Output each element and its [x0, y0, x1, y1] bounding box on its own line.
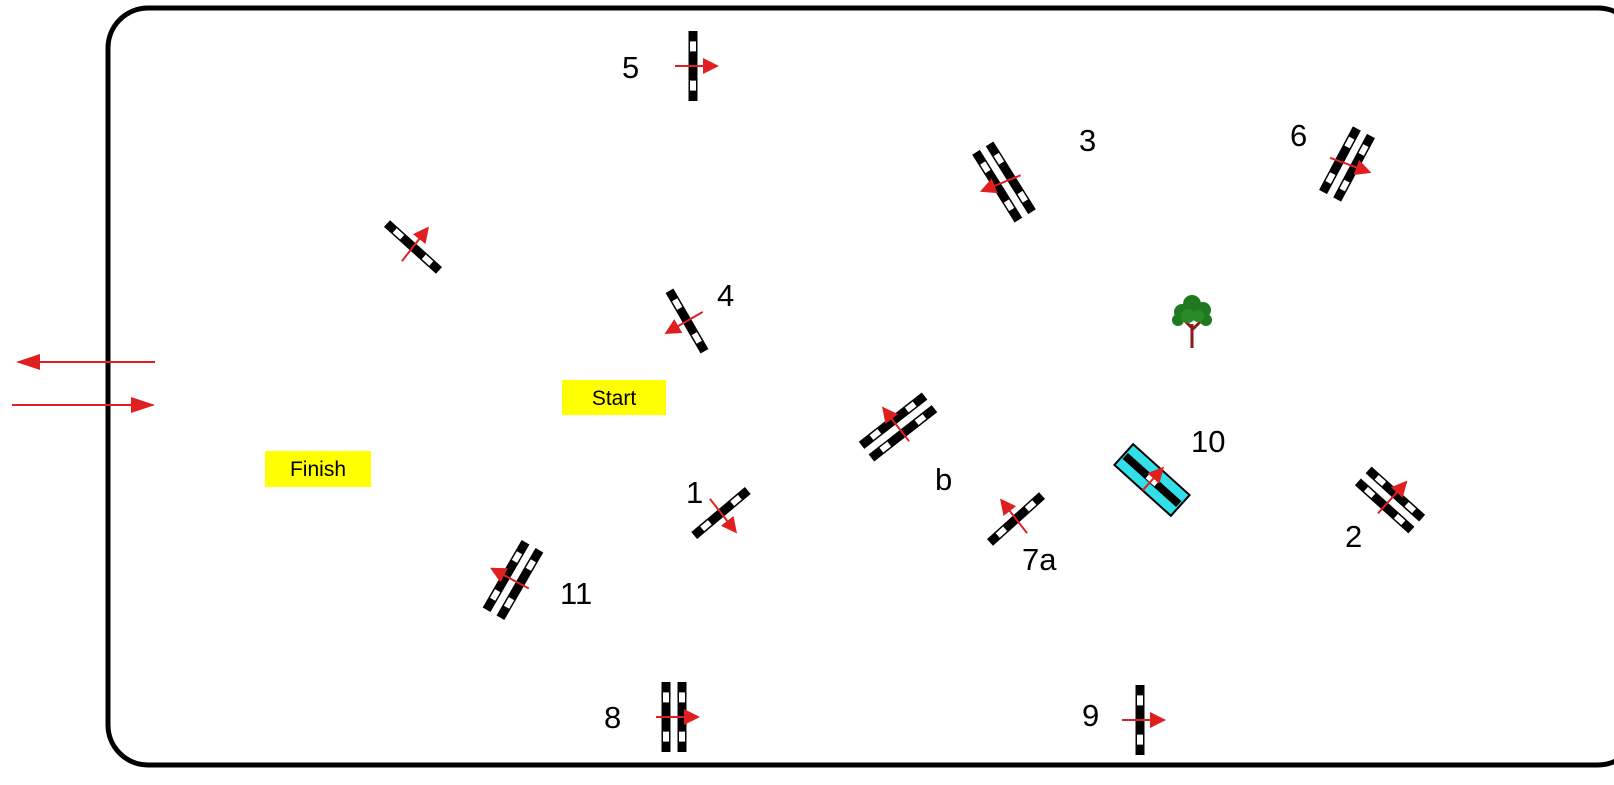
direction-arrow-icon — [999, 498, 1028, 534]
jump-pole-icon — [1319, 126, 1361, 195]
direction-arrow-icon — [709, 498, 738, 534]
obstacle-number-9: 9 — [1082, 698, 1099, 733]
jump-6 — [1319, 126, 1375, 202]
jump-unnumbered — [383, 220, 443, 274]
water-jump-10 — [1112, 442, 1192, 518]
jump-1 — [691, 487, 751, 539]
obstacle-number-6: 6 — [1290, 118, 1307, 153]
finish-label: Finish — [265, 451, 371, 487]
jump-pole-icon — [985, 141, 1036, 215]
arena-border — [105, 5, 1614, 768]
direction-arrow-icon — [1141, 466, 1165, 492]
obstacle-number-2: 2 — [1345, 519, 1362, 554]
jump-b — [858, 392, 938, 462]
obstacle-number-b: b — [935, 462, 952, 497]
obstacle-number-3: 3 — [1079, 123, 1096, 158]
jump-4 — [664, 288, 709, 354]
direction-arrow-icon — [881, 406, 910, 442]
svg-text:Finish: Finish — [290, 458, 346, 481]
obstacle-number-5: 5 — [622, 50, 639, 85]
direction-arrow-icon — [664, 311, 704, 334]
obstacles-layer — [383, 31, 1426, 755]
obstacle-number-11: 11 — [560, 576, 592, 611]
tree-icon — [1172, 295, 1212, 348]
direction-arrow-icon — [979, 174, 1022, 194]
obstacle-number-4: 4 — [717, 278, 734, 313]
obstacle-number-10: 10 — [1191, 424, 1225, 459]
svg-text:Start: Start — [592, 387, 637, 410]
obstacle-number-1: 1 — [686, 475, 703, 510]
jump-11 — [482, 539, 544, 621]
jump-8 — [656, 682, 700, 752]
direction-arrow-icon — [1329, 156, 1372, 175]
gate-arrows — [12, 354, 155, 413]
jump-7a — [986, 492, 1046, 546]
obstacle-number-7a: 7a — [1022, 542, 1057, 577]
direction-arrow-icon — [401, 226, 430, 262]
jump-5 — [675, 31, 719, 101]
direction-arrow-icon — [490, 567, 530, 590]
start-label: Start — [562, 380, 666, 415]
jump-2 — [1354, 466, 1426, 534]
direction-arrow-icon — [1377, 480, 1408, 515]
jump-9 — [1122, 685, 1166, 755]
obstacle-number-8: 8 — [604, 700, 621, 735]
jump-3 — [972, 141, 1036, 223]
